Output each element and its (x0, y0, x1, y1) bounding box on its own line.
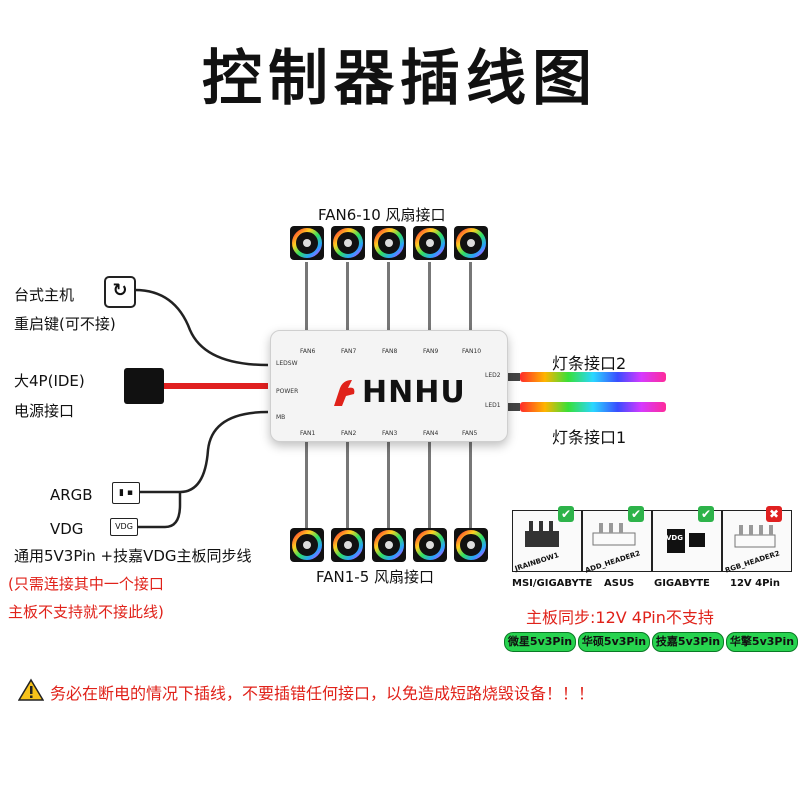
hub-port-label: FAN1 (300, 430, 316, 437)
fan-bottom-label: FAN1-5 风扇接口 (316, 568, 435, 586)
vdg-label: VDG (50, 520, 84, 538)
power-button-icon: ↻ (104, 276, 136, 308)
argb-plug-icon: ▮ ▪ (112, 482, 140, 504)
rgb-fan-icon (413, 226, 447, 260)
check-icon: ✔ (698, 506, 714, 522)
brand-pill: 华硕5v3Pin (578, 632, 650, 652)
hub-port-label: POWER (276, 388, 299, 395)
vdg-plug-icon: VDG (110, 518, 138, 536)
mb-sync-note: 主板同步:12V 4Pin不支持 (526, 608, 714, 627)
power-switch-label: 台式主机 (14, 286, 75, 304)
controller-hub (270, 330, 508, 442)
fan-row-bottom (290, 528, 488, 562)
hub-port-label: FAN4 (423, 430, 439, 437)
brand-name: HNHU (362, 375, 466, 410)
sync-note-line1: (只需连接其中一个接口 (8, 575, 164, 593)
fan-cable (387, 262, 390, 332)
rgb-fan-icon (413, 528, 447, 562)
power-switch-cable (134, 288, 269, 367)
brand-pill: 微星5v3Pin (504, 632, 576, 652)
argb-label: ARGB (50, 486, 93, 504)
fan-cable (469, 262, 472, 332)
fan-top-label: FAN6-10 风扇接口 (318, 206, 446, 224)
hub-port-label: FAN2 (341, 430, 357, 437)
ide-label: 大4P(IDE) (14, 372, 85, 390)
rgb-fan-icon (372, 528, 406, 562)
warning-icon (18, 678, 44, 701)
fan-cable (346, 440, 349, 530)
hub-port-label: FAN9 (423, 348, 439, 355)
sync-note-line2: 主板不支持就不接此线) (8, 603, 164, 621)
rgb-fan-icon (331, 528, 365, 562)
led-strip-2-label: 灯条接口2 (552, 354, 627, 373)
brand-pill: 技嘉5v3Pin (652, 632, 724, 652)
hub-port-label: LEDSW (276, 360, 298, 367)
led-strip-1 (520, 402, 666, 412)
led-strip-2 (520, 372, 666, 382)
mb-caption: GIGABYTE (654, 578, 710, 589)
rgb-fan-icon (290, 226, 324, 260)
fan-cable (346, 262, 349, 332)
fan-cable (387, 440, 390, 530)
check-icon: ✔ (558, 506, 574, 522)
ide-power-label: 电源接口 (14, 402, 75, 420)
power-switch-note: 重启键(可不接) (14, 315, 116, 333)
hnhu-logo-icon (334, 380, 355, 406)
mb-caption: 12V 4Pin (730, 578, 780, 589)
warning-text: 务必在断电的情况下插线，不要插错任何接口，以免造成短路烧毁设备！！！ (50, 684, 595, 703)
fan-cable (305, 262, 308, 332)
hub-port-label: FAN3 (382, 430, 398, 437)
molex-connector-icon (124, 368, 164, 404)
hub-port-label: FAN8 (382, 348, 398, 355)
cross-icon: ✖ (766, 506, 782, 522)
mb-header-name: VDG (666, 534, 683, 542)
argb-sync-cable (140, 410, 269, 494)
hub-port-label: FAN5 (462, 430, 478, 437)
fan-cable (469, 440, 472, 530)
rgb-fan-icon (454, 226, 488, 260)
mb-caption: ASUS (604, 578, 635, 589)
page-title: 控制器插线图 (202, 44, 598, 114)
rgb-fan-icon (372, 226, 406, 260)
fan-cable (305, 440, 308, 530)
hub-port-label: MB (276, 414, 286, 421)
rgb-fan-icon (331, 226, 365, 260)
led2-connector (506, 373, 520, 381)
hub-port-label: FAN6 (300, 348, 316, 355)
rgb-fan-icon (454, 528, 488, 562)
hub-port-label: FAN10 (462, 348, 482, 355)
hub-port-label: LED1 (485, 402, 501, 409)
fan-cable (428, 440, 431, 530)
led1-connector (506, 403, 520, 411)
sync-cable-label: 通用5V3Pin +技嘉VDG主板同步线 (14, 547, 252, 565)
hub-port-label: FAN7 (341, 348, 357, 355)
rgb-fan-icon (290, 528, 324, 562)
fan-cable (428, 262, 431, 332)
vdg-sync-cable (138, 492, 182, 529)
brand-pill: 华擎5v3Pin (726, 632, 798, 652)
led-strip-1-label: 灯条接口1 (552, 428, 627, 447)
mb-caption: MSI/GIGABYTE (512, 578, 593, 589)
fan-row-top (290, 226, 488, 260)
hub-port-label: LED2 (485, 372, 501, 379)
check-icon: ✔ (628, 506, 644, 522)
